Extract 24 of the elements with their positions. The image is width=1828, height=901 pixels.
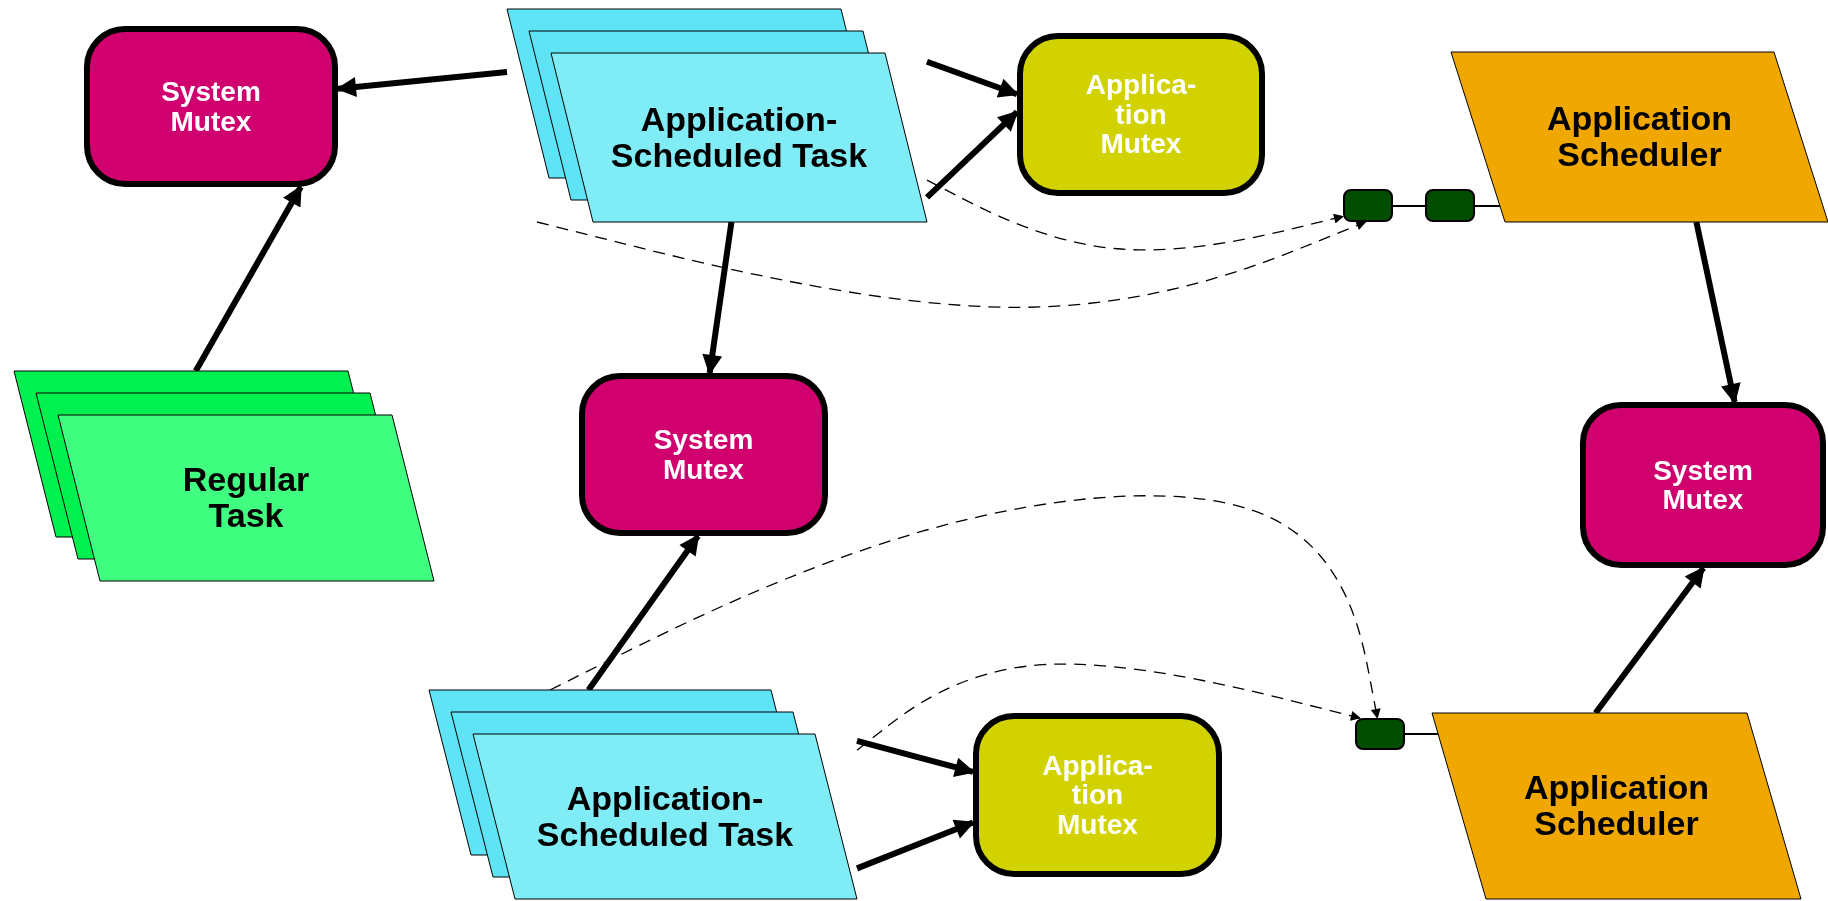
connector-line [1392, 205, 1426, 207]
arrow [855, 819, 975, 872]
arrow [856, 737, 975, 777]
dashed-arrow [536, 220, 1367, 308]
dashed-arrow [856, 663, 1361, 751]
node-label: Application Scheduler [1522, 770, 1711, 842]
dashed-arrow [549, 495, 1381, 719]
node-label: Application-Scheduled Task [609, 101, 869, 174]
node-label: System Mutex [160, 77, 262, 136]
arrow [193, 185, 304, 373]
node-label: Application Scheduler [1545, 101, 1734, 173]
dashed-arrow [926, 179, 1344, 251]
node-label: Regular Task [181, 462, 311, 534]
connector-line [1474, 205, 1501, 207]
node-label: Application-Scheduled Task [535, 780, 795, 853]
arrow [1593, 566, 1706, 715]
node-label: Applica-tion Mutex [1084, 70, 1198, 159]
node-label: System Mutex [1652, 455, 1754, 515]
arrow [1693, 221, 1741, 404]
arrow [702, 221, 735, 375]
arrow [586, 534, 701, 692]
node-label: System Mutex [652, 425, 755, 484]
node-label: Applica-tion Mutex [1041, 750, 1154, 840]
arrow [925, 58, 1019, 98]
